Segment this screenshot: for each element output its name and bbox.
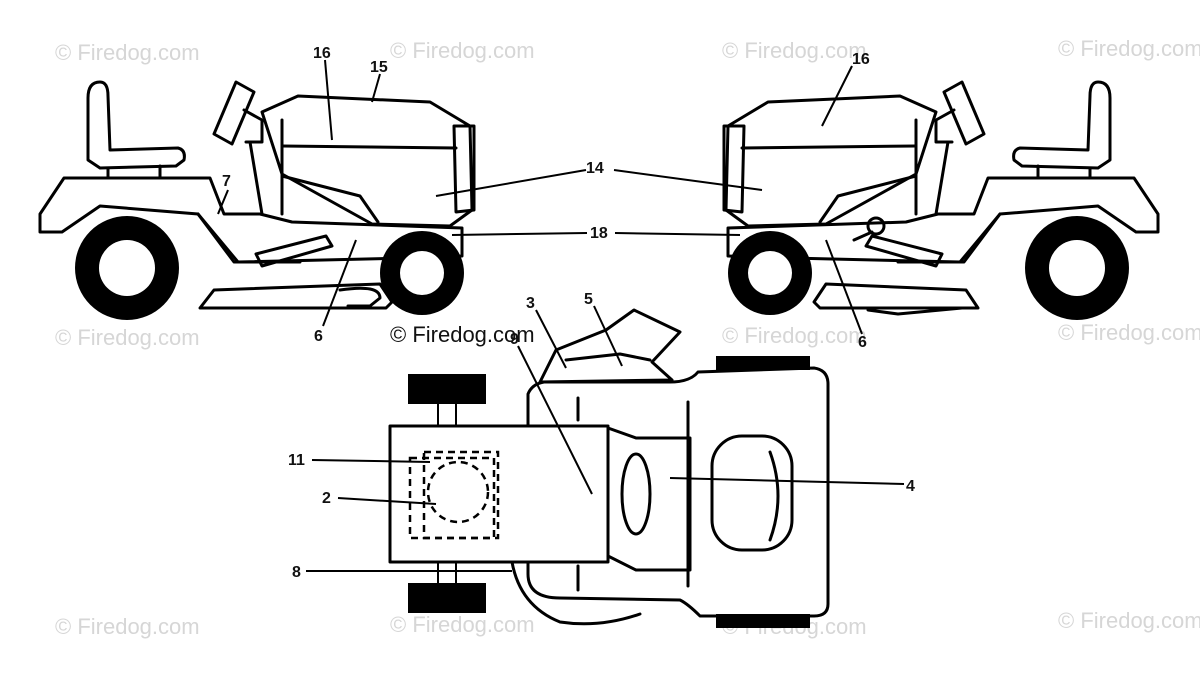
callout-7: 7 <box>222 173 231 190</box>
watermark: © Firedog.com <box>1058 320 1200 345</box>
watermark: © Firedog.com <box>1058 36 1200 61</box>
watermark: © Firedog.com <box>55 325 200 350</box>
watermark: © Firedog.com <box>722 38 867 63</box>
callout-16-right: 16 <box>852 51 870 68</box>
callout-16-left: 16 <box>313 45 331 62</box>
watermark: © Firedog.com <box>55 614 200 639</box>
callout-labels: 16 15 7 14 18 6 16 6 3 5 9 11 2 4 8 <box>222 45 915 581</box>
watermark-grid: © Firedog.com © Firedog.com © Firedog.co… <box>55 36 1200 639</box>
callout-18: 18 <box>590 225 608 242</box>
callout-5: 5 <box>584 291 593 308</box>
callout-14: 14 <box>586 160 604 177</box>
tractor-right-side-view <box>722 80 1160 320</box>
tractor-top-view <box>388 308 830 628</box>
watermark: © Firedog.com <box>390 612 535 637</box>
watermark: © Firedog.com <box>1058 608 1200 633</box>
callout-2: 2 <box>322 490 331 507</box>
watermark: © Firedog.com <box>390 38 535 63</box>
callout-4: 4 <box>906 478 915 495</box>
tractor-left-side-view <box>38 80 476 320</box>
watermark: © Firedog.com <box>55 40 200 65</box>
callout-15: 15 <box>370 59 388 76</box>
callout-9: 9 <box>510 331 519 348</box>
callout-8: 8 <box>292 564 301 581</box>
watermark: © Firedog.com <box>722 323 867 348</box>
callout-3: 3 <box>526 295 535 312</box>
callout-6-left: 6 <box>314 328 323 345</box>
watermark-center: © Firedog.com <box>390 322 535 347</box>
callout-11: 11 <box>288 452 305 469</box>
leader-lines <box>217 59 905 572</box>
callout-6-right: 6 <box>858 334 867 351</box>
